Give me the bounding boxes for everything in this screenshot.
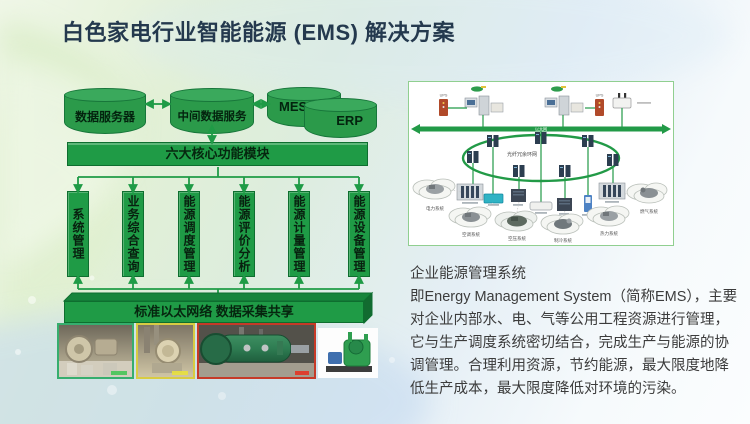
module-label: 系统管理 bbox=[71, 208, 85, 260]
svg-text:电力系统: 电力系统 bbox=[426, 205, 444, 212]
ring-switches bbox=[467, 132, 619, 177]
ups-left: UPS bbox=[439, 94, 448, 116]
ups-right: UPS bbox=[595, 94, 604, 116]
module-label: 业务综合查询 bbox=[126, 195, 140, 273]
equipment-photo-pump bbox=[318, 328, 378, 378]
cylinder-top bbox=[304, 98, 377, 112]
cylinder-label: 数据服务器 bbox=[74, 110, 135, 124]
cylinder-label: ERP bbox=[336, 113, 363, 128]
description-body: 即Energy Management System（简称EMS），主要对企业内部… bbox=[410, 289, 738, 397]
workstation-left bbox=[464, 86, 504, 127]
cloud-hvac-system: 空调系统 bbox=[448, 206, 492, 238]
module-box-system-mgmt: 系统管理 bbox=[67, 191, 89, 277]
backbone-label: 以太网 bbox=[535, 126, 547, 132]
module-label: 能源调度管理 bbox=[182, 195, 196, 273]
svg-text:空调系统: 空调系统 bbox=[462, 231, 480, 238]
network-topology-panel: 以太网 UPS bbox=[408, 81, 674, 246]
cylinder-top bbox=[267, 87, 341, 101]
module-box-energy-metering: 能源计量管理 bbox=[288, 191, 310, 277]
cylinder-body bbox=[304, 105, 377, 138]
cylinder-label: MES bbox=[279, 99, 308, 114]
module-label: 能源计量管理 bbox=[292, 195, 306, 273]
module-box-business-query: 业务综合查询 bbox=[122, 191, 144, 277]
description-block: 企业能源管理系统 即Energy Management System（简称EMS… bbox=[410, 263, 742, 401]
cylinder-middle-data-service: 中间数据服务 bbox=[170, 88, 254, 134]
core-functions-bar: 六大核心功能模块 bbox=[67, 142, 368, 166]
ring-label: 光纤冗余环网 bbox=[507, 151, 537, 158]
module-label: 能源设备管理 bbox=[352, 195, 366, 273]
workstation-right bbox=[544, 86, 584, 127]
module-label: 能源评价分析 bbox=[237, 195, 251, 273]
drop-links bbox=[472, 147, 614, 198]
module-box-energy-equipment: 能源设备管理 bbox=[348, 191, 370, 277]
cylinder-top bbox=[64, 88, 146, 102]
field-devices bbox=[456, 182, 626, 216]
svg-text:热力系统: 热力系统 bbox=[600, 230, 618, 237]
svg-text:燃气系统: 燃气系统 bbox=[640, 208, 658, 215]
cylinder-label: 中间数据服务 bbox=[177, 111, 247, 123]
cloud-air-compression-system: 空压系统 bbox=[494, 210, 538, 242]
cloud-power-system: 电力系统 bbox=[412, 178, 456, 212]
cloud-thermal-system: 热力系统 bbox=[586, 205, 630, 237]
photo-caption-mark bbox=[111, 371, 127, 375]
equipment-photo-blower bbox=[57, 323, 134, 379]
photo-caption-mark bbox=[172, 371, 188, 375]
svg-text:UPS: UPS bbox=[596, 94, 604, 98]
svg-text:UPS: UPS bbox=[440, 94, 448, 98]
cloud-refrigeration-system: 制冷系统 bbox=[540, 213, 584, 244]
ethernet-bar: 标准以太网络 数据采集共享 bbox=[64, 301, 364, 323]
description-heading: 企业能源管理系统 bbox=[410, 266, 526, 282]
page-title: 白色家电行业智能能源 (EMS) 解决方案 bbox=[62, 20, 456, 45]
svg-text:空压系统: 空压系统 bbox=[508, 235, 526, 242]
cylinder-top bbox=[170, 88, 254, 102]
system-clouds: 电力系统 空调系统 空压系统 bbox=[412, 178, 668, 244]
cylinder-erp: ERP bbox=[304, 98, 377, 138]
plug-device bbox=[612, 93, 651, 127]
module-box-energy-dispatch: 能源调度管理 bbox=[178, 191, 200, 277]
photo-caption-mark bbox=[295, 371, 309, 375]
svg-text:制冷系统: 制冷系统 bbox=[554, 237, 572, 244]
equipment-photo-motor bbox=[136, 323, 195, 379]
module-box-energy-evaluation: 能源评价分析 bbox=[233, 191, 255, 277]
backbone-network: 以太网 bbox=[411, 124, 671, 134]
cloud-gas-system: 燃气系统 bbox=[626, 182, 668, 215]
equipment-photo-turbine bbox=[197, 323, 316, 379]
cylinder-data-server: 数据服务器 bbox=[64, 88, 146, 134]
